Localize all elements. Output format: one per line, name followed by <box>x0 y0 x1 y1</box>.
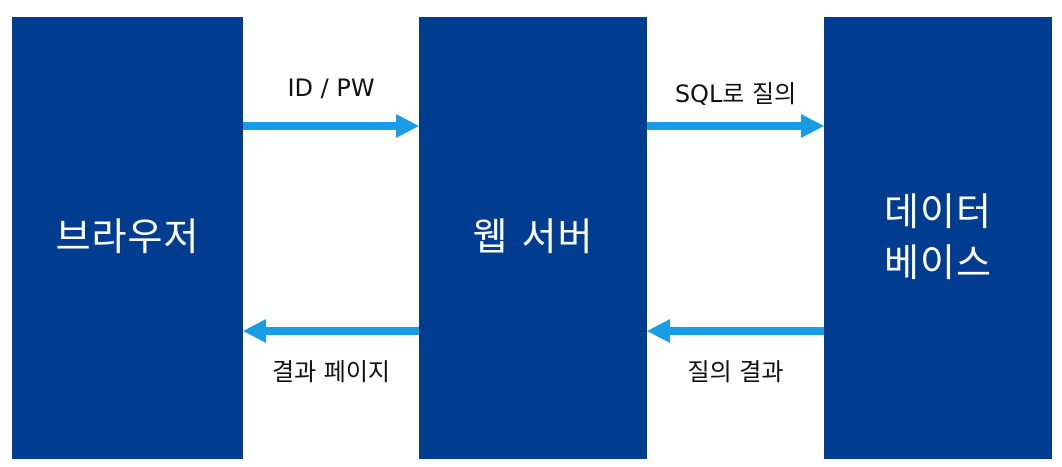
arrow-browser-to-server <box>243 114 419 138</box>
browser-label: 브라우저 <box>55 215 200 260</box>
label-result-page: 결과 페이지 <box>271 358 391 386</box>
web-server-box: 웹 서버 <box>419 17 647 459</box>
arrow-server-to-db <box>647 114 824 138</box>
label-query-result: 질의 결과 <box>687 358 784 386</box>
database-label-line1: 데이터 <box>884 189 992 234</box>
database-label-line2: 베이스 <box>884 241 992 285</box>
label-id-pw: ID / PW <box>287 74 375 102</box>
arrow-server-to-browser <box>243 319 419 343</box>
database-box: 데이터 베이스 <box>824 17 1052 459</box>
web-server-label: 웹 서버 <box>472 215 594 260</box>
browser-box: 브라우저 <box>12 17 243 459</box>
arrow-db-to-server <box>647 319 824 343</box>
label-sql-query: SQL로 질의 <box>674 80 797 108</box>
